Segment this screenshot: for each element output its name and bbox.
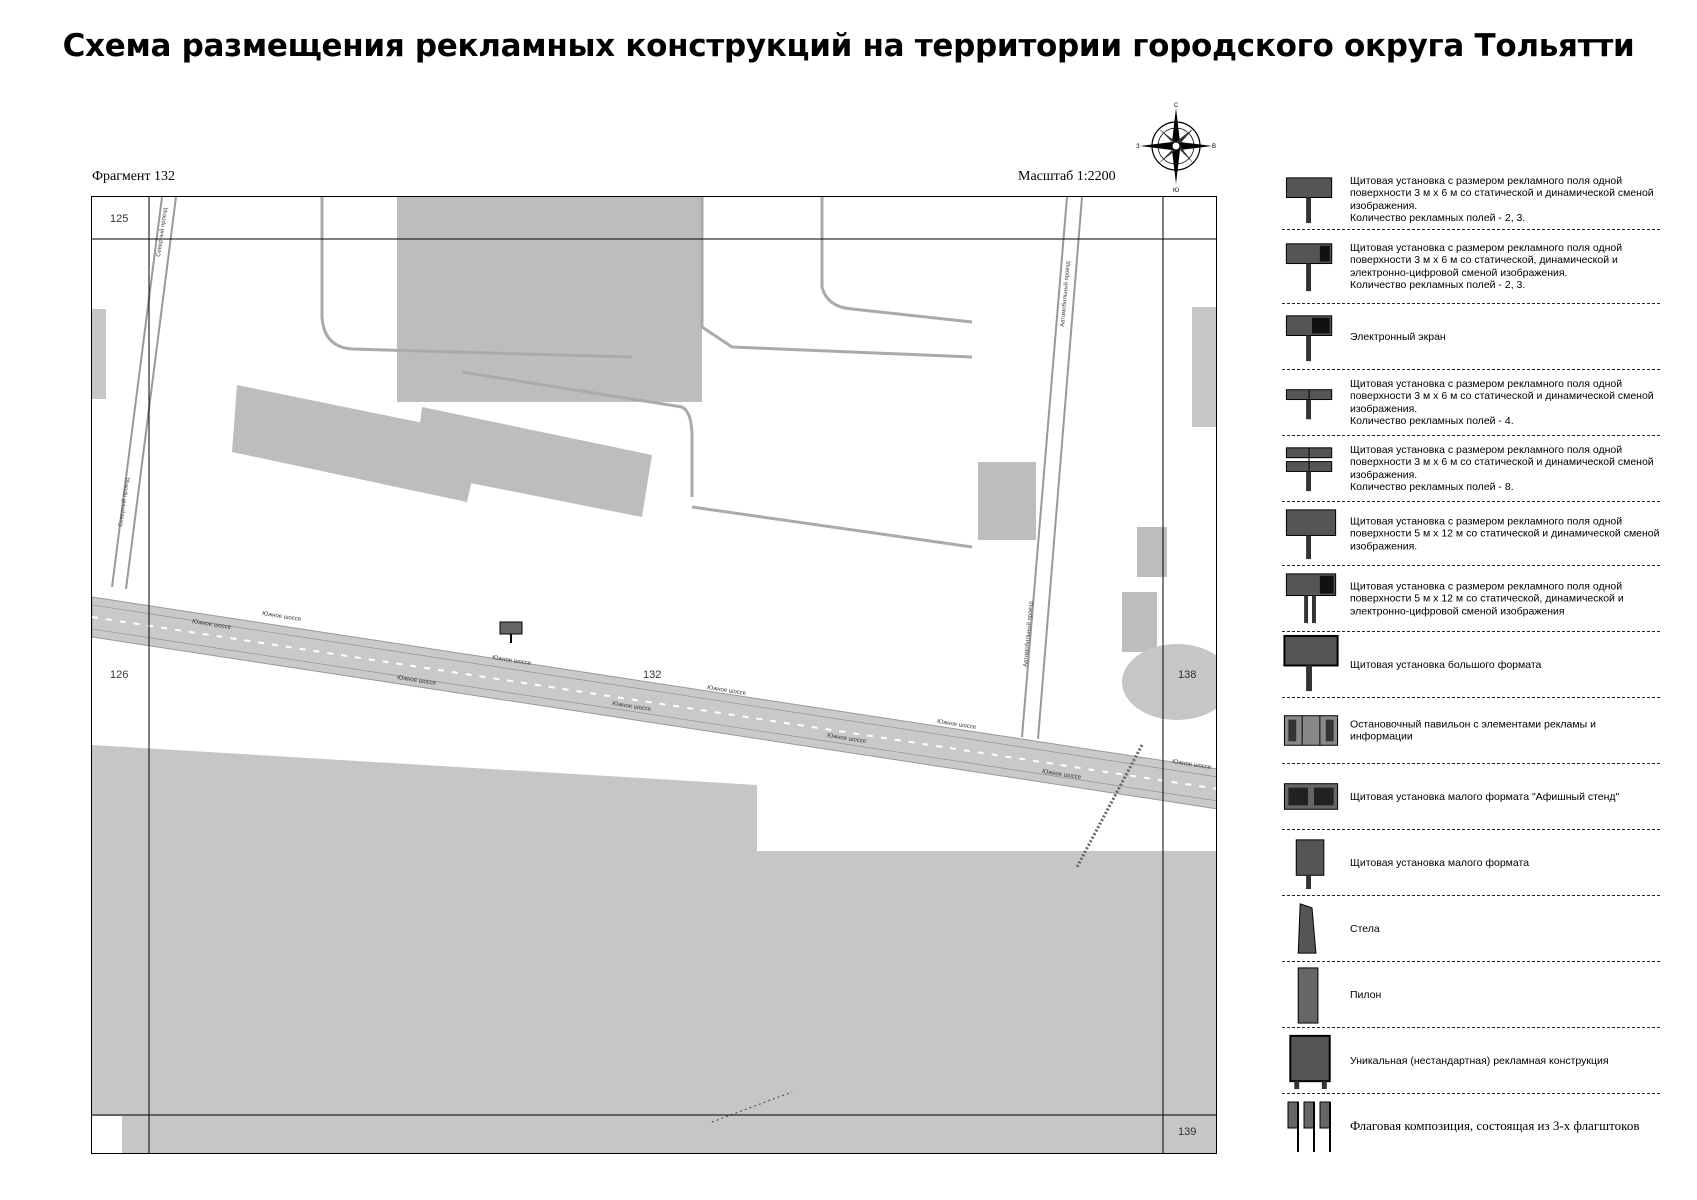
legend-item-stele: Стела bbox=[1282, 896, 1660, 962]
legend-text: Щитовая установка с размером рекламного … bbox=[1350, 443, 1654, 494]
street-label-east-bottom: Автомобильный проезд bbox=[1022, 600, 1035, 667]
legend-item-bus-stop: Остановочный павильон с элементами рекла… bbox=[1282, 698, 1660, 764]
bus-stop-pavilion-icon bbox=[1283, 715, 1339, 746]
legend-text: Щитовая установка малого формата bbox=[1350, 856, 1530, 869]
neighbor-fragment-126[interactable]: 126 bbox=[110, 669, 129, 681]
road-label-1: Южное шоссе bbox=[262, 611, 302, 623]
billboard-5x12-icon bbox=[1285, 509, 1337, 560]
legend-item-unique: Уникальная (нестандартная) рекламная кон… bbox=[1282, 1028, 1660, 1094]
road-yuzhnoe-shosse bbox=[92, 596, 1216, 810]
small-format-sign-icon bbox=[1295, 839, 1325, 890]
legend-item-billboard-5x12: Щитовая установка с размером рекламного … bbox=[1282, 502, 1660, 566]
page-title: Схема размещения рекламных конструкций н… bbox=[62, 28, 1635, 64]
road-label-6: Южное шоссе bbox=[612, 701, 652, 713]
legend-item-small-format: Щитовая установка малого формата bbox=[1282, 830, 1660, 896]
current-fragment-132: 132 bbox=[643, 669, 662, 681]
neighbor-fragment-139[interactable]: 139 bbox=[1178, 1126, 1197, 1138]
legend-text: Электронный экран bbox=[1350, 330, 1446, 343]
billboard-8-fields-icon bbox=[1285, 447, 1333, 492]
legend-item-electronic-screen: Электронный экран bbox=[1282, 304, 1660, 370]
road-label-9: Южное шоссе bbox=[1042, 769, 1082, 781]
legend-item-pylon: Пилон bbox=[1282, 962, 1660, 1028]
billboard-4-fields-icon bbox=[1285, 389, 1333, 420]
legend-item-poster-stand: Щитовая установка малого формата "Афишны… bbox=[1282, 764, 1660, 830]
pylon-icon bbox=[1297, 967, 1319, 1024]
legend-text: Пилон bbox=[1350, 988, 1382, 1001]
poster-stand-icon bbox=[1283, 783, 1339, 810]
road-label-8: Южное шоссе bbox=[827, 733, 867, 745]
legend-item-large-format: Щитовая установка большого формата bbox=[1282, 632, 1660, 698]
map-fragment[interactable]: Северный проезд Северный проезд Автомоби… bbox=[91, 196, 1217, 1154]
legend-text: Щитовая установка с размером рекламного … bbox=[1350, 514, 1660, 552]
building-block-north bbox=[397, 197, 702, 402]
compass-south: Ю bbox=[1173, 188, 1179, 192]
building-block-middle-east bbox=[414, 407, 652, 517]
legend-text: Остановочный павильон с элементами рекла… bbox=[1350, 718, 1596, 743]
road-label-4: Южное шоссе bbox=[397, 675, 437, 687]
road-label-2: Южное шоссе bbox=[192, 619, 232, 631]
legend: Щитовая установка с размером рекламного … bbox=[1282, 170, 1660, 1158]
legend-item-billboard-3x6: Щитовая установка с размером рекламного … bbox=[1282, 170, 1660, 230]
large-format-billboard-icon bbox=[1283, 634, 1339, 692]
grey-terrain-area bbox=[92, 745, 1216, 1153]
legend-item-flags: Флаговая композиция, состоящая из 3-х фл… bbox=[1282, 1094, 1660, 1158]
compass-north: С bbox=[1174, 103, 1179, 109]
billboard-3x6-digital-icon bbox=[1285, 243, 1333, 292]
legend-text: Стела bbox=[1350, 922, 1380, 935]
billboard-marker bbox=[499, 621, 523, 635]
legend-text: Щитовая установка с размером рекламного … bbox=[1350, 377, 1654, 428]
road-label-10: Южное шоссе bbox=[1172, 759, 1212, 771]
billboard-3x6-icon bbox=[1285, 177, 1333, 224]
legend-text: Щитовая установка с размером рекламного … bbox=[1350, 174, 1654, 225]
legend-text: Щитовая установка с размером рекламного … bbox=[1350, 579, 1624, 617]
legend-item-billboard-3x6-digital: Щитовая установка с размером рекламного … bbox=[1282, 230, 1660, 304]
road-label-7: Южное шоссе bbox=[937, 719, 977, 731]
neighbor-fragment-125[interactable]: 125 bbox=[110, 213, 129, 225]
legend-item-billboard-4: Щитовая установка с размером рекламного … bbox=[1282, 370, 1660, 436]
legend-text: Щитовая установка малого формата "Афишны… bbox=[1350, 790, 1620, 803]
compass-east: В bbox=[1212, 144, 1216, 150]
fragment-label: Фрагмент 132 bbox=[92, 169, 176, 184]
legend-text: Уникальная (нестандартная) рекламная кон… bbox=[1350, 1054, 1609, 1067]
legend-item-billboard-8: Щитовая установка с размером рекламного … bbox=[1282, 436, 1660, 502]
scale-label: Масштаб 1:2200 bbox=[1018, 169, 1116, 184]
neighbor-fragment-138[interactable]: 138 bbox=[1178, 669, 1197, 681]
flag-composition-icon bbox=[1287, 1101, 1331, 1152]
stele-icon bbox=[1297, 903, 1317, 954]
road-label-5: Южное шоссе bbox=[707, 685, 747, 697]
map-canvas: Северный проезд Северный проезд Автомоби… bbox=[92, 197, 1216, 1153]
legend-text: Щитовая установка большого формата bbox=[1350, 658, 1542, 671]
building-small-east bbox=[978, 462, 1036, 540]
compass-west: З bbox=[1136, 144, 1140, 150]
legend-text: Щитовая установка с размером рекламного … bbox=[1350, 241, 1623, 292]
legend-item-billboard-5x12-digital: Щитовая установка с размером рекламного … bbox=[1282, 566, 1660, 632]
electronic-screen-icon bbox=[1285, 315, 1333, 362]
street-label-west-bottom: Северный проезд bbox=[117, 477, 131, 527]
road-label-3: Южное шоссе bbox=[492, 655, 532, 667]
legend-text: Флаговая композиция, состоящая из 3-х фл… bbox=[1350, 1118, 1640, 1133]
unique-structure-icon bbox=[1289, 1034, 1331, 1090]
billboard-5x12-digital-icon bbox=[1285, 573, 1337, 624]
compass-rose-icon: С Ю З В bbox=[1136, 103, 1216, 192]
